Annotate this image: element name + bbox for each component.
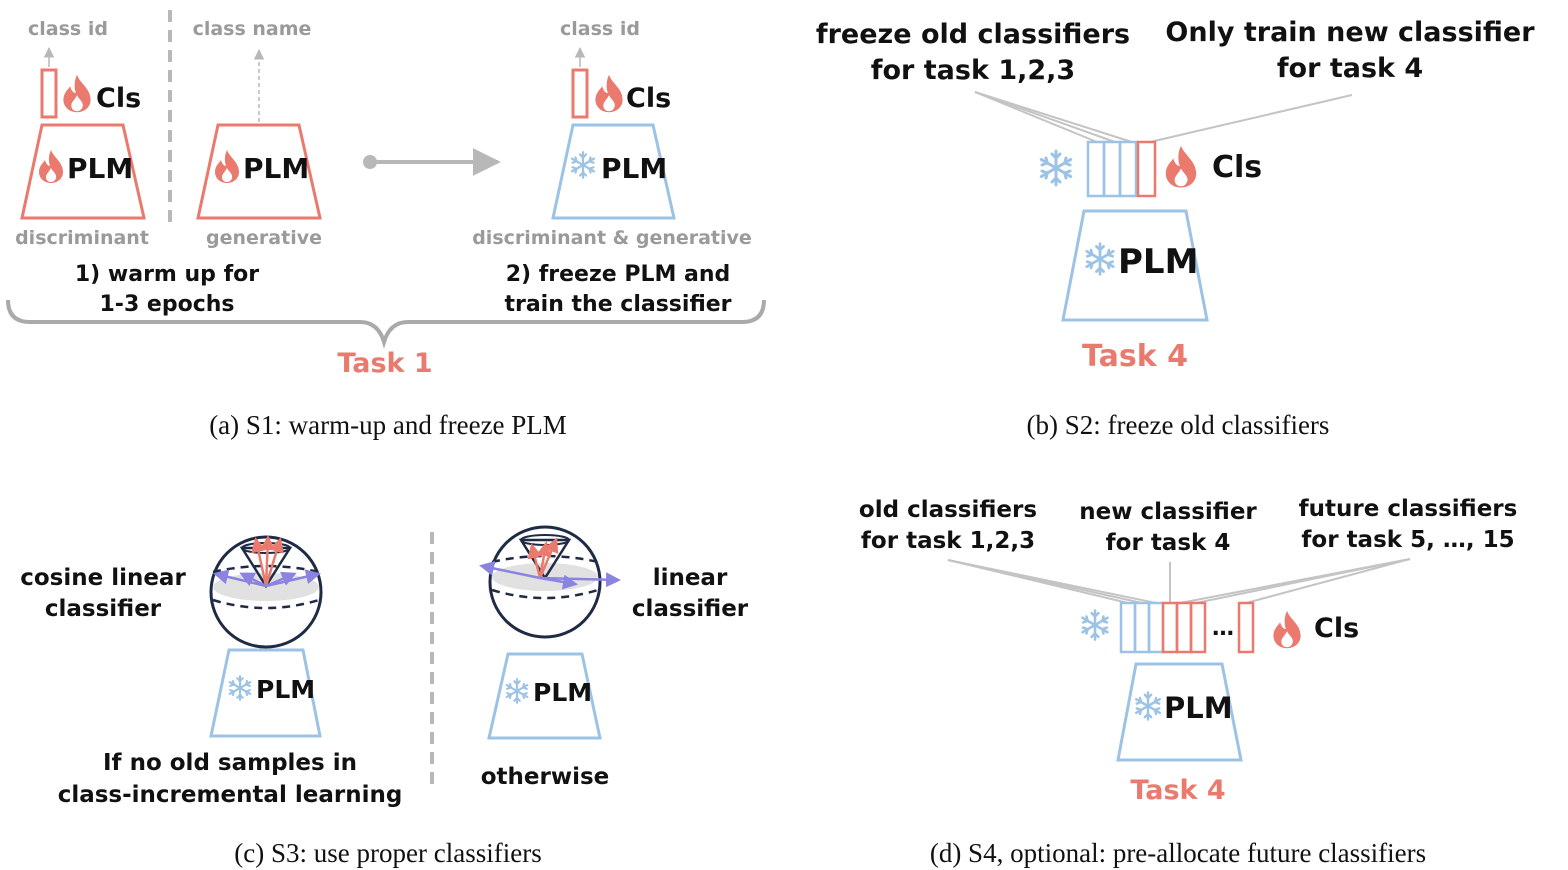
discriminant-label: discriminant xyxy=(15,227,149,249)
future-classifier-5 xyxy=(1175,601,1193,654)
fire-icon xyxy=(1165,145,1197,188)
step1-line1: 1) warm up for xyxy=(75,262,259,287)
old-classifier-1 xyxy=(1086,140,1106,198)
snowflake-icon xyxy=(1085,242,1115,276)
panel-d: old classifiers for task 1,2,3 new class… xyxy=(859,496,1517,868)
condition-line2: class-incremental learning xyxy=(58,782,403,808)
cls-label-right: Cls xyxy=(626,83,671,114)
caption-d: (d) S4, optional: pre-allocate future cl… xyxy=(930,838,1426,868)
plm-trapezoid-c-right xyxy=(487,652,602,740)
leader-lines-b xyxy=(974,91,1353,143)
hypersphere-left xyxy=(209,535,323,649)
old-classifiers-line2: for task 1,2,3 xyxy=(861,528,1035,554)
condition-line1: If no old samples in xyxy=(103,750,357,776)
new-classifier-4-d xyxy=(1161,601,1179,654)
future-classifiers-line2: for task 5, …, 15 xyxy=(1301,527,1514,553)
old-classifier-3 xyxy=(1118,140,1138,198)
ellipsis-label: … xyxy=(1212,616,1234,641)
old-classifier-2-d xyxy=(1133,601,1151,654)
plm-label-generative: PLM xyxy=(243,152,309,185)
fire-icon xyxy=(1273,610,1301,649)
plm-label-frozen: PLM xyxy=(601,152,667,185)
snowflake-icon xyxy=(505,678,529,704)
cosine-label-line2: classifier xyxy=(45,596,162,622)
new-classifier-line1: new classifier xyxy=(1079,499,1257,525)
cls-label-left: Cls xyxy=(96,83,141,114)
hypersphere-right xyxy=(479,525,621,639)
otherwise-label: otherwise xyxy=(481,764,610,790)
linear-label-line2: classifier xyxy=(632,596,749,622)
train-note-line1: Only train new classifier xyxy=(1165,17,1535,48)
task-label-b: Task 4 xyxy=(1082,339,1188,374)
class-id-label-left: class id xyxy=(28,18,108,40)
plm-trapezoid-generative xyxy=(196,123,322,220)
old-classifiers-line1: old classifiers xyxy=(859,497,1037,523)
caption-b: (b) S2: freeze old classifiers xyxy=(1027,410,1330,440)
fire-icon xyxy=(63,74,91,113)
snowflake-icon xyxy=(570,151,596,179)
future-classifier-15 xyxy=(1237,601,1255,654)
panel-b: freeze old classifiers for task 1,2,3 On… xyxy=(816,17,1535,440)
new-classifier-4 xyxy=(1136,140,1157,198)
train-note-line2: for task 4 xyxy=(1277,53,1423,84)
step2-line1: 2) freeze PLM and xyxy=(506,262,731,287)
flow-arrow-origin xyxy=(363,155,377,169)
generative-label: generative xyxy=(206,227,322,249)
cls-label-b: Cls xyxy=(1212,150,1262,185)
task-label-d: Task 4 xyxy=(1130,775,1225,806)
old-classifier-1-d xyxy=(1119,601,1137,654)
snowflake-icon xyxy=(1135,691,1161,721)
old-classifier-2 xyxy=(1102,140,1122,198)
fire-icon xyxy=(39,150,63,183)
freeze-note-line2: for task 1,2,3 xyxy=(871,55,1075,86)
cosine-label-line1: cosine linear xyxy=(20,565,186,591)
new-classifier-line2: for task 4 xyxy=(1106,530,1231,556)
future-classifiers-line1: future classifiers xyxy=(1299,496,1518,522)
linear-label-line1: linear xyxy=(653,565,728,591)
plm-trapezoid-d xyxy=(1116,662,1243,762)
step2-line2: train the classifier xyxy=(504,292,731,317)
class-id-label-right: class id xyxy=(560,18,640,40)
panel-a: class id Cls PLM discriminant class name… xyxy=(6,10,766,440)
leader-lines-d xyxy=(947,558,1411,604)
snowflake-icon xyxy=(1081,609,1109,641)
plm-trapezoid-c-left xyxy=(209,648,322,738)
step1-line2: 1-3 epochs xyxy=(100,292,235,317)
cls-label-d: Cls xyxy=(1314,613,1359,644)
task-label-a: Task 1 xyxy=(337,348,432,379)
freeze-note-line1: freeze old classifiers xyxy=(816,19,1130,50)
fire-icon xyxy=(215,150,239,183)
snowflake-icon xyxy=(228,675,252,701)
plm-label-discriminant: PLM xyxy=(67,152,133,185)
plm-label-c-right: PLM xyxy=(533,678,592,707)
fire-icon xyxy=(595,74,623,113)
caption-c: (c) S3: use proper classifiers xyxy=(234,838,541,868)
caption-a: (a) S1: warm-up and freeze PLM xyxy=(209,410,567,440)
classifier-column-right xyxy=(571,68,589,119)
snowflake-icon xyxy=(1039,149,1073,187)
plm-trapezoid-b xyxy=(1061,209,1209,322)
plm-label-d: PLM xyxy=(1164,691,1233,725)
curly-brace xyxy=(6,299,766,349)
plm-label-b: PLM xyxy=(1118,242,1198,282)
plm-label-c-left: PLM xyxy=(256,675,315,704)
old-classifier-3-d xyxy=(1147,601,1165,654)
future-classifier-6 xyxy=(1189,601,1207,654)
plm-trapezoid-discriminant xyxy=(20,123,146,220)
panel-c: cosine linear classifier PLM If no old s… xyxy=(20,525,749,868)
class-name-label: class name xyxy=(193,18,312,40)
plm-trapezoid-frozen xyxy=(551,123,676,220)
disc-and-gen-label: discriminant & generative xyxy=(472,227,752,249)
classifier-column-left xyxy=(40,68,58,119)
